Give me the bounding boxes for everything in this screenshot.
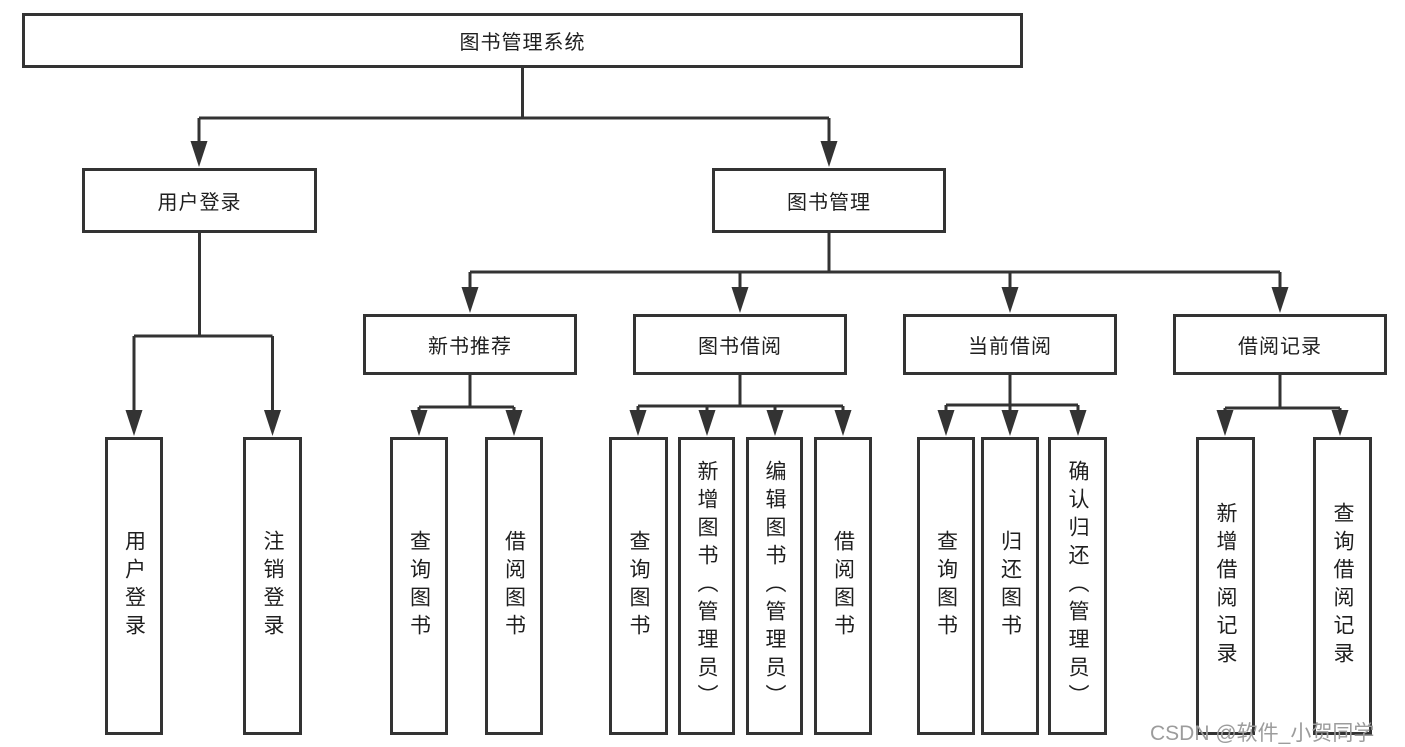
- leaf-logout: 注销登录: [243, 437, 302, 735]
- node-label: 图书借阅: [698, 336, 782, 358]
- leaf-label: 查询图书: [407, 530, 431, 642]
- leaf-label: 归还图书: [998, 530, 1022, 642]
- leaf-query-books-borrow: 查询图书: [609, 437, 668, 735]
- leaf-add-books-admin: 新增图书（管理员）: [678, 437, 735, 735]
- leaf-borrow-books-recommend: 借阅图书: [485, 437, 543, 735]
- csdn-watermark: CSDN @软件_小贺同学: [1150, 722, 1375, 745]
- leaf-label: 新增图书（管理员）: [695, 460, 718, 712]
- node-book-management: 图书管理: [712, 168, 946, 233]
- leaf-label: 用户登录: [122, 530, 146, 642]
- node-label: 用户登录: [157, 192, 242, 214]
- leaf-label: 编辑图书（管理员）: [763, 460, 786, 712]
- leaf-confirm-return-admin: 确认归还（管理员）: [1048, 437, 1107, 735]
- leaf-query-borrow-record: 查询借阅记录: [1313, 437, 1372, 735]
- node-book-borrow: 图书借阅: [633, 314, 847, 375]
- node-borrow-records: 借阅记录: [1173, 314, 1387, 375]
- leaf-return-books: 归还图书: [981, 437, 1039, 735]
- leaf-label: 查询图书: [934, 530, 958, 642]
- arrowheads: [125, 141, 1349, 436]
- leaf-query-books-current: 查询图书: [917, 437, 975, 735]
- node-label: 新书推荐: [428, 336, 512, 358]
- leaf-label: 确认归还（管理员）: [1066, 460, 1089, 712]
- node-new-book-recommend: 新书推荐: [363, 314, 577, 375]
- leaf-borrow-books: 借阅图书: [814, 437, 872, 735]
- leaf-label: 查询借阅记录: [1331, 502, 1354, 670]
- leaf-edit-books-admin: 编辑图书（管理员）: [746, 437, 803, 735]
- node-library-management-system: 图书管理系统: [22, 13, 1023, 68]
- leaf-add-borrow-record: 新增借阅记录: [1196, 437, 1255, 735]
- node-current-borrow: 当前借阅: [903, 314, 1117, 375]
- leaf-query-books-recommend: 查询图书: [390, 437, 448, 735]
- leaf-label: 借阅图书: [502, 530, 526, 642]
- node-user-login: 用户登录: [82, 168, 317, 233]
- leaf-user-login: 用户登录: [105, 437, 163, 735]
- leaf-label: 借阅图书: [831, 530, 855, 642]
- leaf-label: 查询图书: [627, 530, 650, 642]
- leaf-label: 注销登录: [261, 530, 284, 642]
- node-label: 借阅记录: [1238, 336, 1322, 358]
- node-label: 图书管理: [787, 192, 871, 214]
- node-label: 图书管理系统: [459, 32, 586, 54]
- leaf-label: 新增借阅记录: [1214, 502, 1237, 670]
- node-label: 当前借阅: [968, 336, 1052, 358]
